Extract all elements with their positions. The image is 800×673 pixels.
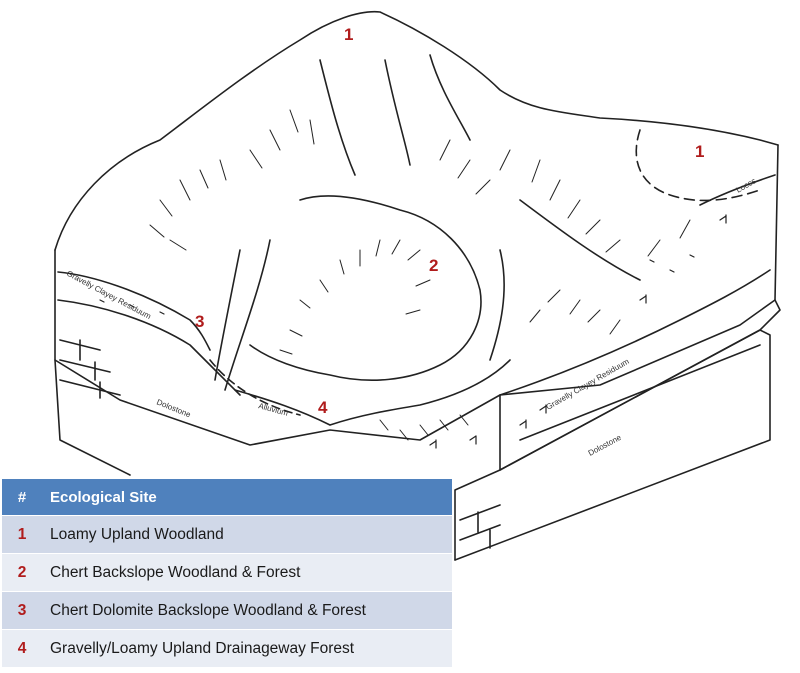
legend-row-number: 3 [2,591,42,630]
legend-row: 4 Gravelly/Loamy Upland Drainageway Fore… [2,629,452,667]
site-marker-4: 4 [318,398,328,417]
ecological-site-legend: # Ecological Site 1 Loamy Upland Woodlan… [2,479,452,667]
legend-header-site: Ecological Site [42,479,452,516]
block-right-face [499,144,779,396]
block-corner [454,394,501,561]
site-marker-1-right: 1 [695,142,704,161]
dolostone-left-label: Dolostone [155,398,192,420]
site-marker-1-top: 1 [344,25,353,44]
legend-row-site: Loamy Upland Woodland [42,515,452,554]
legend-header-number: # [2,479,42,516]
residuum-right-boundary [499,269,771,396]
legend-row-number: 4 [2,629,42,667]
block-right-base [454,329,771,561]
alluvium-label: Alluvium [257,401,289,418]
legend-row-site: Chert Dolomite Backslope Woodland & Fore… [42,591,452,630]
legend-row: 2 Chert Backslope Woodland & Forest [2,553,452,592]
chert-stipple [99,214,727,449]
legend-row-site: Chert Backslope Woodland & Forest [42,553,452,592]
upland-dashed [635,129,761,202]
drainage-right [489,199,641,361]
slope-hatching [149,109,691,441]
ridge-upper [319,54,471,176]
legend-row: 1 Loamy Upland Woodland [2,515,452,554]
dolostone-right-label: Dolostone [587,433,624,458]
site-marker-3: 3 [195,312,204,331]
legend-row-site: Gravelly/Loamy Upland Drainageway Forest [42,629,452,667]
residuum-left-lower [57,299,241,396]
residuum-left-boundary [57,271,211,351]
drainage-main [234,359,511,426]
drainage-left [214,239,271,391]
block-left-face [54,249,501,446]
ridge-center [249,195,482,381]
site-marker-2: 2 [429,256,438,275]
dolostone-right-line [519,344,761,441]
bedrock-bricks-left [59,339,121,399]
legend-header-row: # Ecological Site [2,479,452,516]
land-surface-outline [54,10,779,251]
legend-row-number: 1 [2,515,42,554]
legend-row: 3 Chert Dolomite Backslope Woodland & Fo… [2,591,452,630]
block-front-bottom [54,359,131,476]
bedrock-bricks-right [459,504,501,549]
residuum-right-label: Gravelly Clayey Residuum [545,357,631,412]
legend-row-number: 2 [2,553,42,592]
loess-boundary [699,174,776,206]
alluvium-dashed [209,359,301,416]
